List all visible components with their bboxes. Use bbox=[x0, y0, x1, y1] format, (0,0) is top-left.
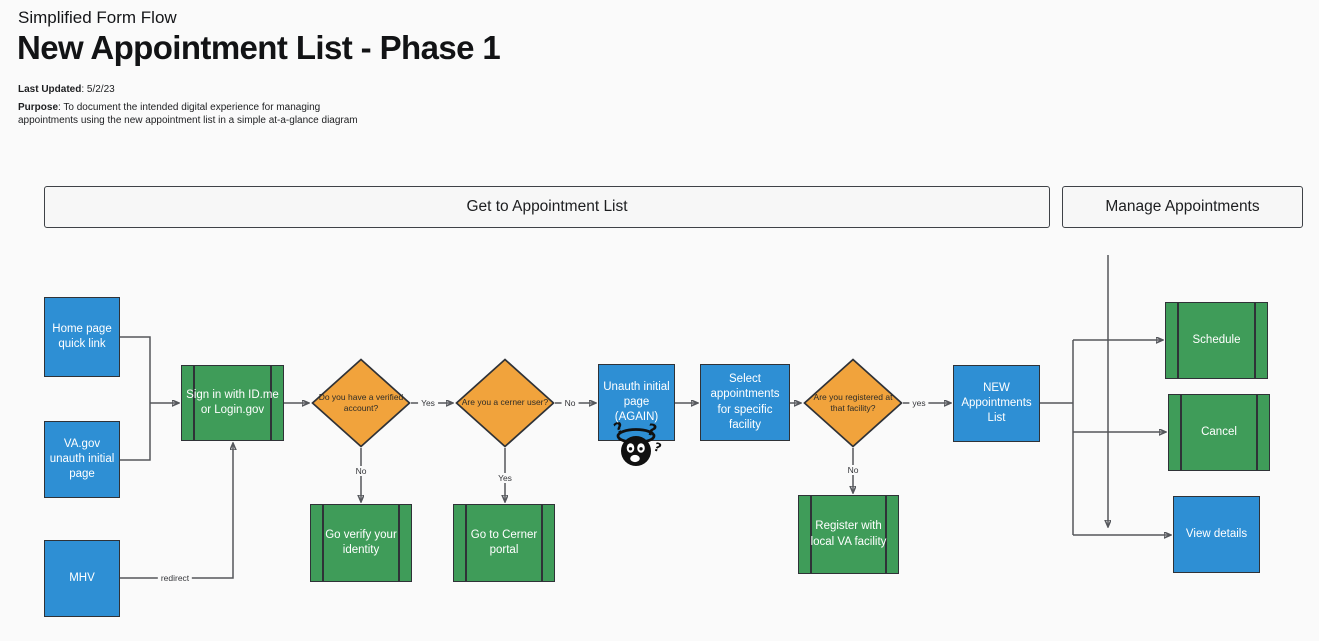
node-view-details[interactable]: View details bbox=[1173, 496, 1260, 573]
edge-mhv-redirect-to-signin bbox=[120, 444, 233, 579]
section-header-label: Get to Appointment List bbox=[466, 198, 628, 215]
node-label: Are you registered at that facility? bbox=[813, 391, 893, 413]
node-label: Are you a cerner user? bbox=[461, 397, 549, 408]
diamond-shape bbox=[455, 358, 555, 448]
node-cancel[interactable]: Cancel bbox=[1168, 394, 1270, 471]
node-schedule[interactable]: Schedule bbox=[1165, 302, 1268, 379]
section-header-manage-appointments[interactable]: Manage Appointments bbox=[1062, 186, 1303, 228]
node-go-to-cerner-portal[interactable]: Go to Cerner portal bbox=[453, 504, 555, 582]
purpose-value: : To document the intended digital exper… bbox=[18, 101, 358, 127]
node-new-appointments-list[interactable]: NEW Appointments List bbox=[953, 365, 1040, 442]
node-label: NEW Appointments List bbox=[961, 381, 1032, 425]
confused-face-icon: ? ? ? bbox=[609, 418, 665, 476]
node-label: Home page quick link bbox=[52, 322, 112, 350]
edge-label-cerner-no: No bbox=[561, 398, 579, 408]
node-decision-cerner-user[interactable]: Are you a cerner user? bbox=[455, 358, 555, 448]
node-label: VA.gov unauth initial page bbox=[49, 437, 115, 481]
node-register-local-va-facility[interactable]: Register with local VA facility bbox=[798, 495, 899, 574]
node-label: Cancel bbox=[1201, 425, 1237, 438]
node-decision-registered-at-facility[interactable]: Are you registered at that facility? bbox=[803, 358, 903, 448]
node-mhv[interactable]: MHV bbox=[44, 540, 120, 617]
node-label: Go to Cerner portal bbox=[470, 528, 538, 556]
node-label: MHV bbox=[69, 571, 95, 584]
node-go-verify-identity[interactable]: Go verify your identity bbox=[310, 504, 412, 582]
edge-label-verified-yes: Yes bbox=[418, 398, 438, 408]
purpose: Purpose: To document the intended digita… bbox=[18, 101, 370, 128]
last-updated: Last Updated: 5/2/23 bbox=[18, 83, 370, 97]
edge-label-registered-no: No bbox=[844, 465, 862, 475]
node-select-appointments-facility[interactable]: Select appointments for specific facilit… bbox=[700, 364, 790, 441]
node-label: View details bbox=[1185, 527, 1248, 540]
node-label: Do you have a verified account? bbox=[318, 391, 404, 413]
node-vagov-unauth-initial-page[interactable]: VA.gov unauth initial page bbox=[44, 421, 120, 498]
node-label: Go verify your identity bbox=[325, 528, 397, 556]
svg-text:?: ? bbox=[652, 440, 663, 456]
edge-label-registered-yes: yes bbox=[909, 398, 929, 408]
node-label: Register with local VA facility bbox=[810, 520, 887, 548]
edge-label-verified-no: No bbox=[352, 466, 370, 476]
edge-home-to-junction bbox=[120, 336, 151, 403]
node-label: Sign in with ID.me or Login.gov bbox=[186, 388, 279, 416]
node-decision-verified-account[interactable]: Do you have a verified account? bbox=[311, 358, 411, 448]
title-block: Simplified Form Flow New Appointment Lis… bbox=[17, 8, 501, 132]
node-home-page-quick-link[interactable]: Home page quick link bbox=[44, 297, 120, 377]
last-updated-value: : 5/2/23 bbox=[81, 84, 115, 95]
purpose-label: Purpose bbox=[18, 101, 59, 113]
section-header-label: Manage Appointments bbox=[1105, 198, 1260, 215]
edge-label-cerner-yes: Yes bbox=[495, 473, 515, 483]
edge-vaunauth-to-junction bbox=[120, 403, 151, 461]
diagram-subtitle: Simplified Form Flow bbox=[18, 8, 177, 27]
node-label: Select appointments for specific facilit… bbox=[710, 373, 780, 431]
node-label: Unauth initial page (AGAIN) bbox=[603, 380, 670, 424]
edge-label-mhv-redirect: redirect bbox=[157, 573, 193, 583]
last-updated-label: Last Updated bbox=[18, 84, 82, 95]
diamond-shape bbox=[803, 358, 903, 448]
node-sign-in-idme-logingov[interactable]: Sign in with ID.me or Login.gov bbox=[181, 365, 284, 441]
diamond-shape bbox=[311, 358, 411, 448]
page-title: New Appointment List - Phase 1 bbox=[17, 29, 501, 66]
section-header-get-to-appointment-list[interactable]: Get to Appointment List bbox=[44, 186, 1050, 228]
node-label: Schedule bbox=[1192, 333, 1241, 346]
